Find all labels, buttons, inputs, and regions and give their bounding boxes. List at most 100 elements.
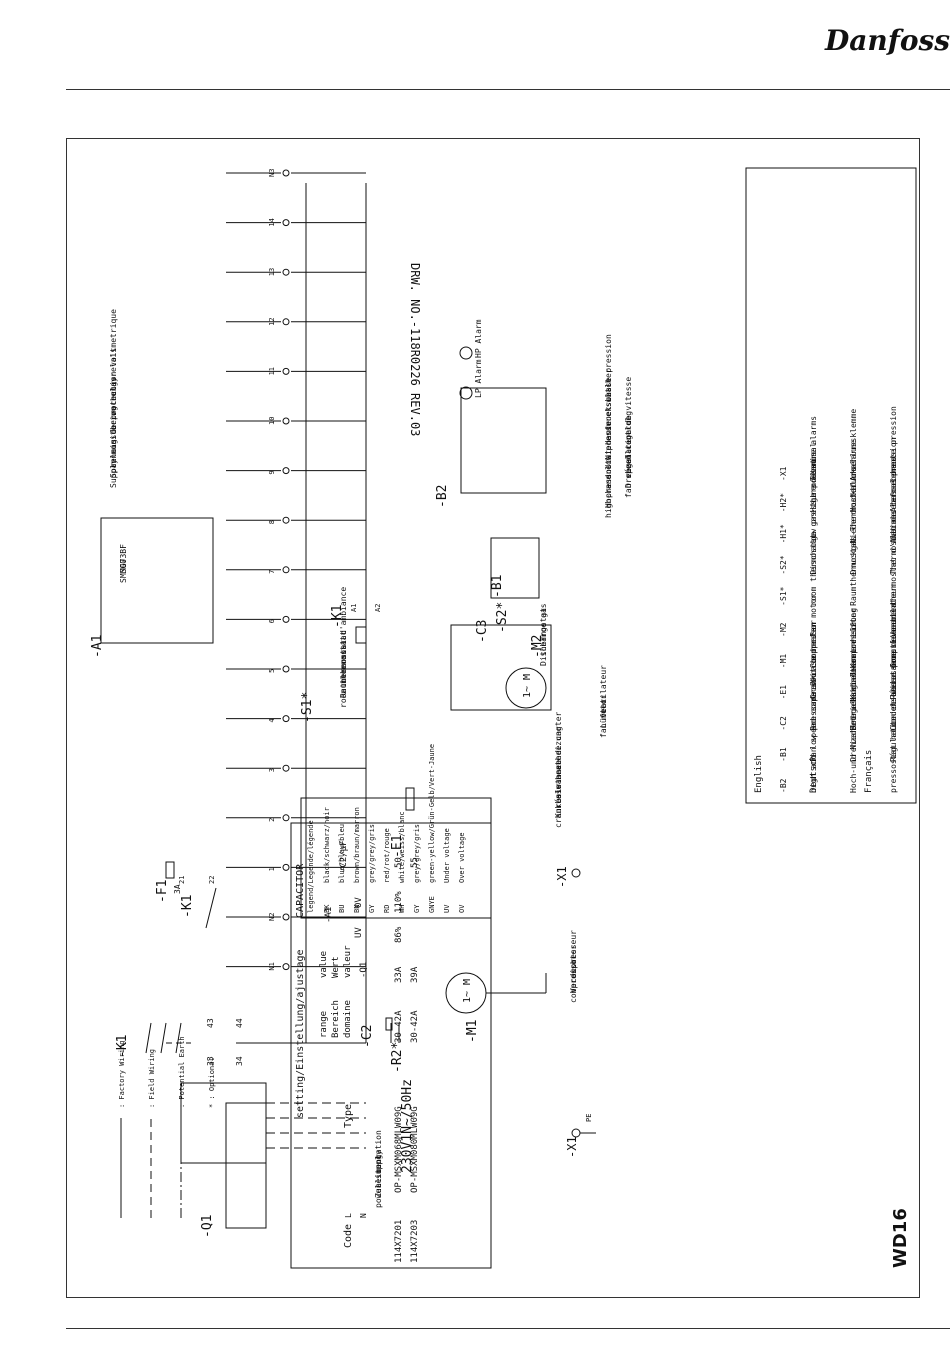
color-legend-frame xyxy=(300,797,492,919)
b1-desc-1: fan speed control xyxy=(624,416,633,498)
component-fr: Alarmes haute pression xyxy=(889,406,898,512)
m2-ref: -M2 xyxy=(530,635,545,658)
component-fr: Thermostat de refoulement xyxy=(889,454,898,575)
color-text: black/schwarz/noir xyxy=(323,807,331,883)
component-de: Niederdruckalarme xyxy=(849,461,858,543)
m2-desc-2: Lüfter xyxy=(599,699,608,728)
a1-desc-2: Spannungsüberwachungsrelais xyxy=(109,348,118,478)
component-fr: Compresseur xyxy=(889,615,898,668)
model-label: WD16 xyxy=(890,1208,911,1268)
color-code: RD xyxy=(383,905,391,913)
s1-desc-1: room thermostat xyxy=(339,636,348,708)
component-ref: -X1 xyxy=(779,466,788,481)
color-code: GY xyxy=(413,904,421,913)
color-text: green-yellow/Grün-Gelb/Vert-Jaune xyxy=(428,744,436,883)
cell-q1: 33A xyxy=(394,966,404,983)
x1-supply: -X1 PE xyxy=(565,1114,596,1158)
s1-thermostat: -S1* room thermostat Raumthermostat ther… xyxy=(300,587,348,723)
supply-label: L N power supply Zuleitung alimentation … xyxy=(344,1079,415,1218)
component-en: room thermostat xyxy=(809,533,818,605)
terminal-number: 4 xyxy=(268,718,276,722)
k1-main-ref: -K1 xyxy=(115,1035,130,1058)
legend-label: : Field Wiring xyxy=(148,1049,156,1108)
color-code: WH xyxy=(398,905,406,913)
terminal-post xyxy=(282,615,290,623)
legend-label: * : Optional xyxy=(208,1057,216,1108)
wiring-legend-item: : Potential Earth xyxy=(178,1036,186,1218)
f1-rating: 3A xyxy=(173,884,182,894)
f1-ref: -F1 xyxy=(155,880,170,903)
cell-uv: 86% xyxy=(394,926,404,943)
r2-ref: -R2* xyxy=(390,1042,405,1073)
a1-desc-3: relais de protection voltmetrique xyxy=(109,309,118,468)
x1-fan-ref: -X1 xyxy=(555,866,569,888)
component-fr: Ventilateur xyxy=(889,584,898,637)
s2-desc-1: Discharge gas xyxy=(539,603,548,666)
terminal-number: 8 xyxy=(268,520,276,524)
fan-group: 1~ M -M2 -C3 fan motor Lüfter ventilateu… xyxy=(450,620,608,738)
c3-ref: -C3 xyxy=(475,620,490,643)
component-de: Hochdruckalarme xyxy=(849,440,858,512)
terminal-number: 6 xyxy=(268,619,276,623)
component-ref: -H2* xyxy=(779,493,788,512)
component-table-frame xyxy=(745,167,917,804)
a1-desc-1: Supply monitoring relay xyxy=(109,377,118,488)
color-legend-item: GY grey/grey/gris xyxy=(413,824,421,913)
node-43: 43 xyxy=(206,1018,215,1028)
node-33: 33 xyxy=(206,1056,215,1066)
crankcase-heater: -E1 crankcase heater Kurbelwannenheizung… xyxy=(390,711,563,858)
col-ov: OV xyxy=(354,897,364,908)
component-en: Terminal xyxy=(809,442,818,481)
drawing-number: DRW. NO.-118R0226 REV.03 xyxy=(408,263,422,436)
terminal-post xyxy=(282,913,290,921)
color-legend-title: legend/Legende/légende xyxy=(307,820,315,913)
color-text: grey/grey/gris xyxy=(368,824,376,883)
color-text: Over voltage xyxy=(458,832,466,883)
terminal-post xyxy=(282,566,290,574)
k1-main-contacts: -K1 xyxy=(115,1022,191,1058)
component-en: Fan motor xyxy=(809,593,818,637)
terminal-post xyxy=(282,169,290,177)
cell-range: 30-42A xyxy=(394,1010,404,1043)
color-code: BK xyxy=(323,904,331,913)
component-fr: borne xyxy=(889,457,898,481)
terminal-number: 1 xyxy=(268,867,276,871)
component-ref: -B1 xyxy=(779,747,788,762)
k1-aux-ref: -K1 xyxy=(180,895,195,918)
wiring-legend-item: * : Optional xyxy=(208,1057,216,1108)
e1-desc-1: crankcase heater xyxy=(554,751,563,828)
supply-line-l: L xyxy=(344,1213,353,1218)
b1-ref: -B1 xyxy=(490,575,505,598)
col-a1: -A1 xyxy=(324,907,334,923)
e1-ref: -E1 xyxy=(390,835,405,858)
q1-breaker: -Q1 xyxy=(180,1082,366,1238)
terminal-post xyxy=(282,863,290,871)
terminal-post xyxy=(282,764,290,772)
component-fr: pressostat haute et basse pression xyxy=(889,629,898,793)
lp-alarm: LP Alarm xyxy=(474,359,483,398)
color-text: blue/blau/bleu xyxy=(338,824,346,883)
m1-desc-1: compressor xyxy=(569,955,578,1003)
nodes: 43 44 33 34 xyxy=(206,1018,244,1066)
component-en: high and low pressure switch xyxy=(809,658,818,793)
terminal-post xyxy=(282,367,290,375)
color-text: grey/grey/gris xyxy=(413,824,421,883)
drawing-frame xyxy=(66,138,920,1298)
legend-label: : Potential Earth xyxy=(178,1036,186,1108)
m1-desc-3: compresseur xyxy=(569,930,578,983)
col-value: value xyxy=(319,951,329,978)
terminal-post xyxy=(282,318,290,326)
component-col-0: English xyxy=(754,755,764,793)
color-text: Under voltage xyxy=(443,828,451,883)
